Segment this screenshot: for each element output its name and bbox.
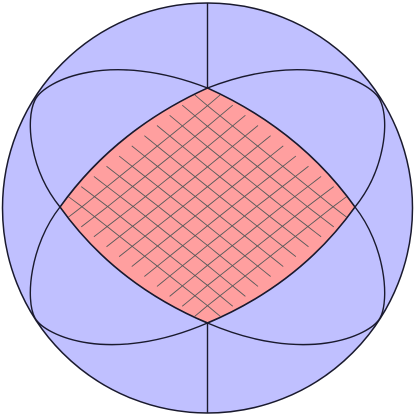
left-lower-arc: [29, 206, 208, 346]
left-upper-arc: [29, 69, 208, 208]
patch-outline: [59, 87, 356, 324]
great-circle-arcs: [29, 3, 386, 413]
grid-line-u-11: [194, 94, 347, 218]
grid-line-v-10: [181, 186, 335, 307]
grid-line-v-11: [194, 196, 347, 317]
patch-grid: [68, 94, 347, 317]
right-upper-arc: [207, 69, 386, 208]
right-lower-arc: [207, 206, 386, 346]
